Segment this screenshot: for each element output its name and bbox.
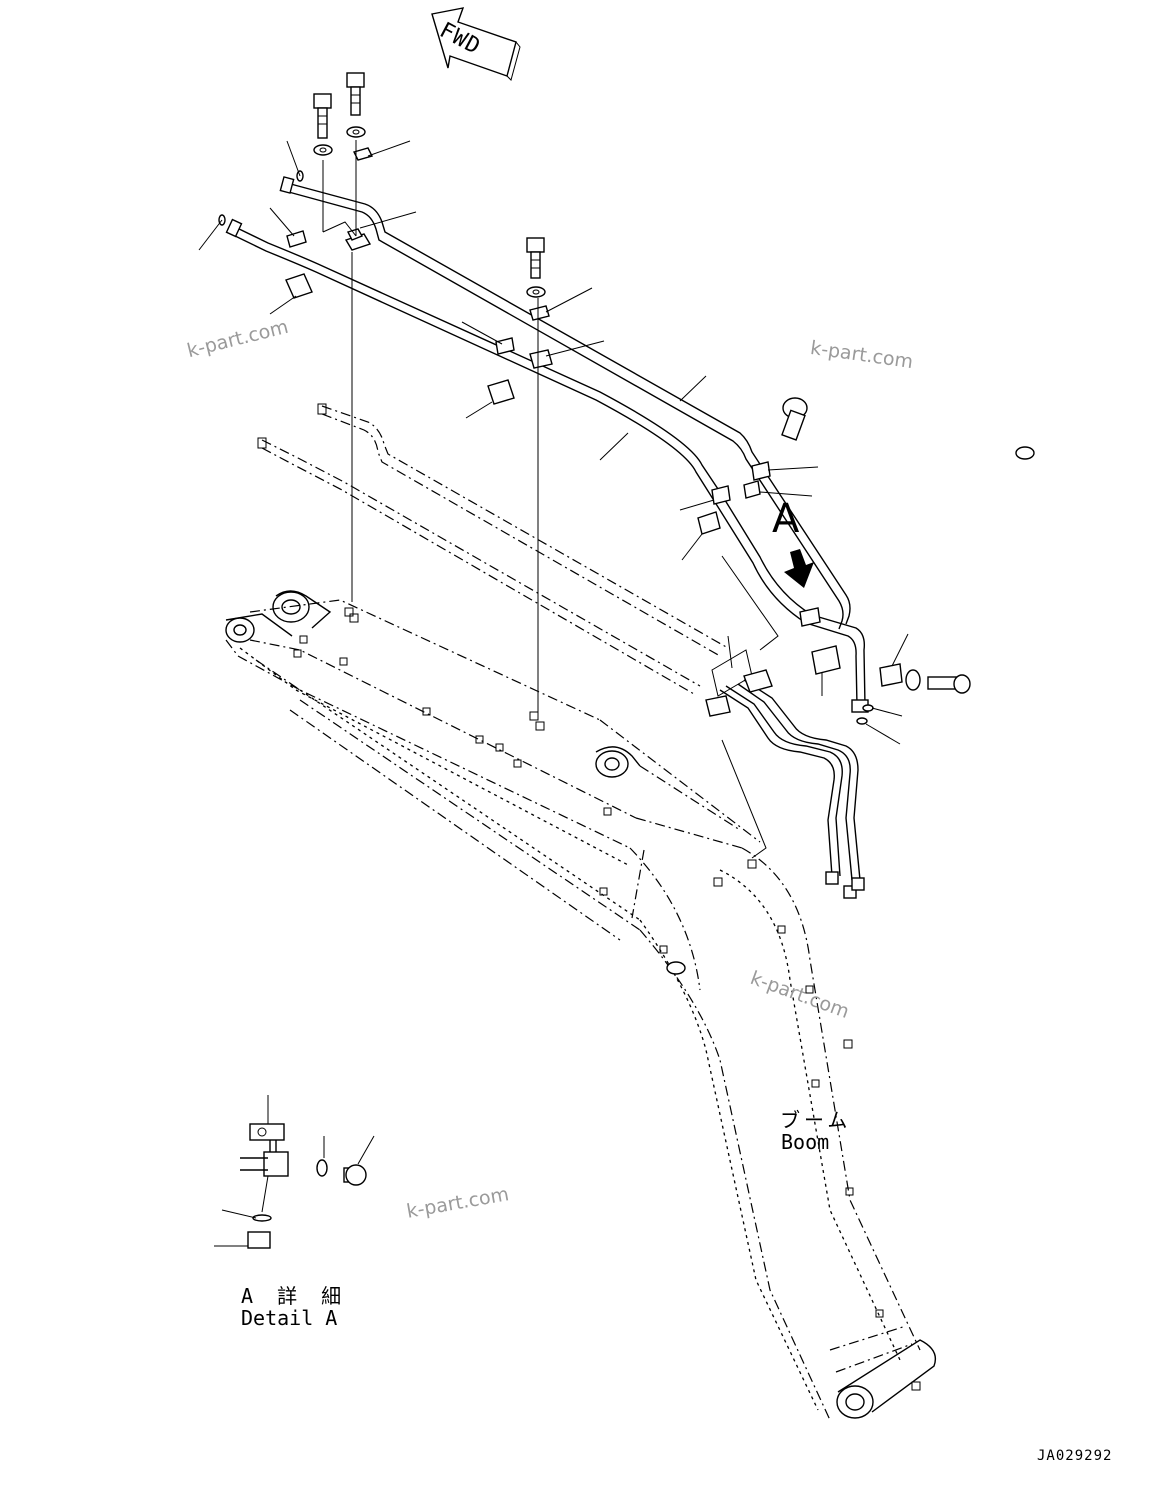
o-ring-icon bbox=[856, 717, 868, 725]
boom-body bbox=[225, 590, 937, 1421]
pipe-installed-outline bbox=[257, 403, 729, 695]
hose-group bbox=[719, 679, 865, 899]
clamp-icon bbox=[285, 147, 903, 687]
leader-lines bbox=[198, 140, 909, 745]
detail-label-en: Detail A bbox=[241, 1306, 338, 1330]
boom-bolts bbox=[293, 607, 921, 1391]
view-arrow-icon bbox=[784, 549, 814, 588]
detail-a-drawing bbox=[214, 1095, 375, 1249]
drawing-code: JA029292 bbox=[1037, 1448, 1113, 1464]
boom-label-en: Boom bbox=[781, 1130, 830, 1154]
align-line bbox=[721, 555, 779, 651]
view-marker-label: A bbox=[772, 496, 800, 542]
bolt-icon bbox=[346, 72, 366, 138]
align-line bbox=[631, 849, 645, 919]
bolt-icon bbox=[905, 669, 971, 694]
lower-pipe bbox=[230, 225, 869, 713]
bolt-icon bbox=[313, 93, 333, 156]
bolt-icon bbox=[781, 397, 1035, 460]
align-line bbox=[322, 221, 357, 237]
clamp-icon bbox=[705, 695, 731, 717]
leader-lines bbox=[727, 635, 733, 669]
bolt-icon bbox=[526, 237, 546, 298]
fitting-left-icon bbox=[218, 170, 304, 238]
boom-label-jp: ブーム bbox=[780, 1108, 852, 1132]
align-line bbox=[721, 739, 767, 859]
clamp-icon bbox=[743, 669, 773, 693]
detail-label-jp: A 詳 細 bbox=[241, 1284, 348, 1308]
upper-pipe bbox=[284, 182, 851, 630]
fwd-arrow-icon bbox=[431, 7, 521, 81]
o-ring-icon bbox=[862, 704, 874, 712]
